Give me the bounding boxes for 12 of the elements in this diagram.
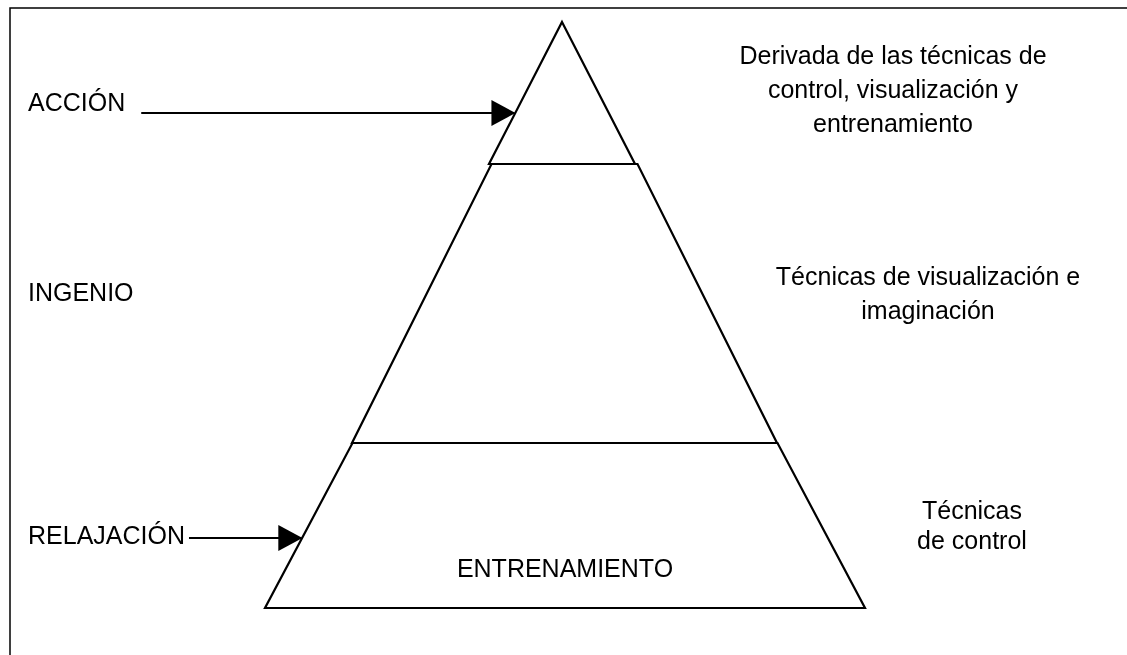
tier-description: Técnicas de visualización e imaginación xyxy=(774,261,1082,326)
pyramid-middle-tier xyxy=(352,164,777,443)
tier-description: Derivada de las técnicas de control, visualización y entrenamiento xyxy=(738,40,1048,139)
pyramid-base-tier xyxy=(265,443,865,608)
tier-label: ENTRENAMIENTO xyxy=(455,553,675,583)
tier-description: Técnicas de control xyxy=(916,495,1028,555)
arrow xyxy=(188,526,303,550)
level-label: INGENIO xyxy=(28,277,135,307)
arrow xyxy=(140,101,516,125)
pyramid-top-tier xyxy=(489,22,635,164)
level-label: ACCIÓN xyxy=(28,87,126,117)
level-label: RELAJACIÓN xyxy=(28,520,185,550)
